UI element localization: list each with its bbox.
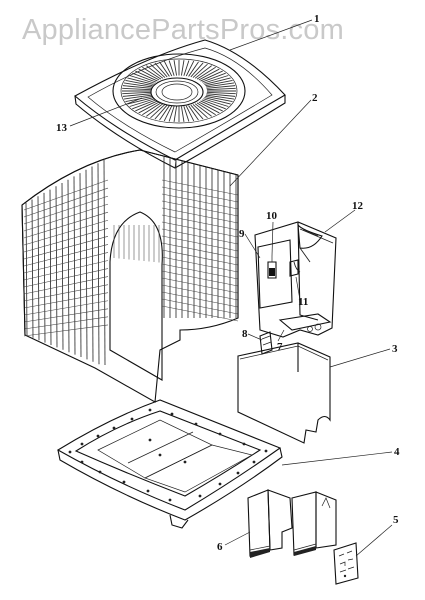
callout-5: 5 [393,514,399,526]
watermark: AppliancePartsPros.com [22,14,344,46]
control-box [254,221,337,338]
callout-3: 3 [392,343,398,355]
callout-1: 1 [314,13,320,25]
leader-lines [69,19,393,557]
callout-12: 12 [352,200,364,212]
wiring-label [333,542,359,585]
callout-4: 4 [394,446,400,458]
callout-11: 11 [298,296,308,308]
service-panel [247,489,337,558]
coil-guard [21,149,239,403]
base-pan [56,399,283,529]
terminal [289,259,301,277]
control-box-bottom [278,313,332,332]
callout-8: 8 [242,328,248,340]
relay [267,256,277,279]
control-panel-cover [237,342,331,444]
callout-10: 10 [266,210,278,222]
control-panel [257,239,293,309]
callout-13: 13 [56,122,68,134]
callout-2: 2 [312,92,318,104]
callout-7: 7 [277,341,283,353]
callout-6: 6 [217,541,223,553]
callout-9: 9 [239,228,245,240]
callouts: 1 2 3 4 5 6 7 8 9 10 11 12 13 [56,13,400,553]
fan-grille [112,53,246,129]
bracket [259,331,273,355]
